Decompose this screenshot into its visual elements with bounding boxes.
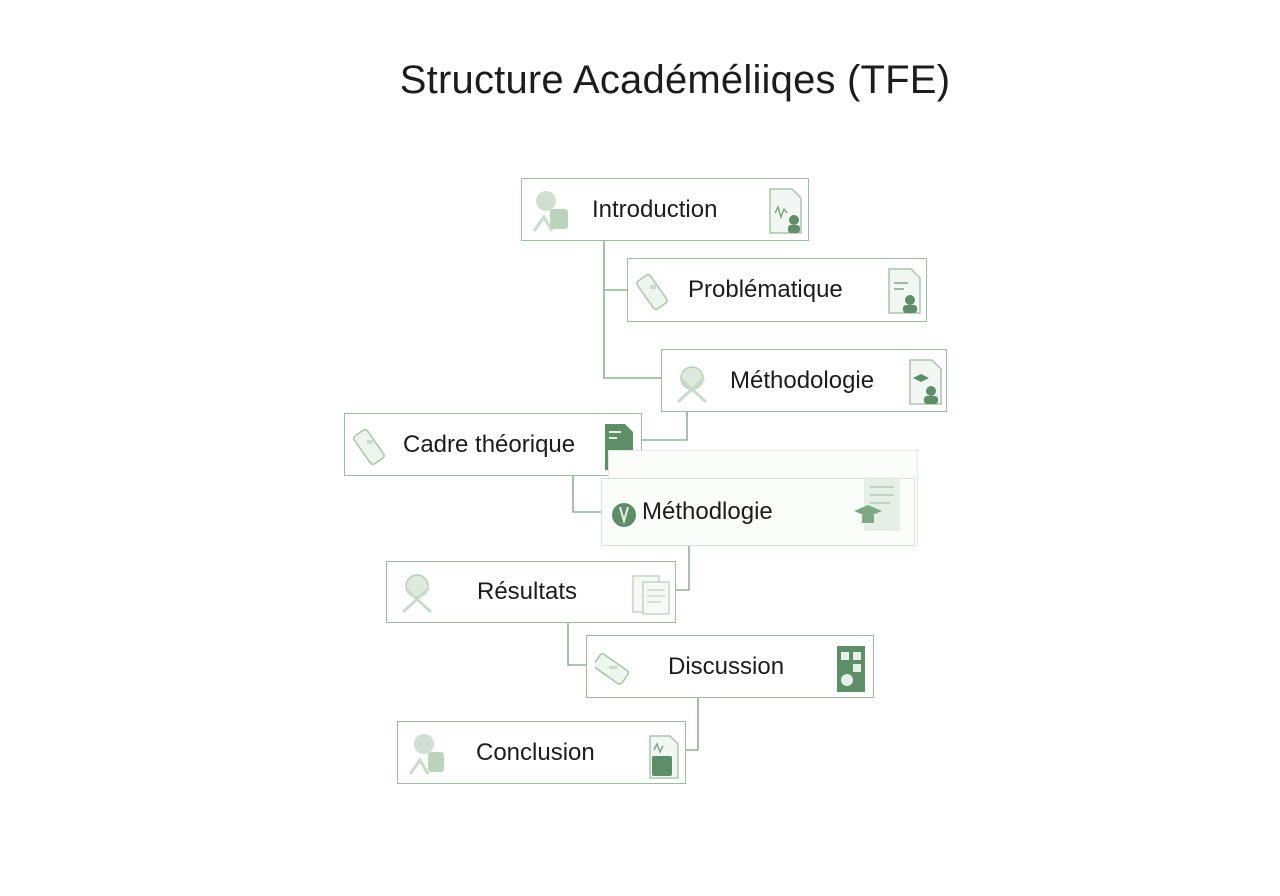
document-icon: [649, 735, 679, 779]
node-methodlogie[interactable]: Méthodlogie: [601, 477, 915, 546]
document-icon: [769, 188, 802, 234]
node-label: Méthodologie: [730, 366, 875, 394]
document-user-icon: [888, 268, 921, 314]
connector-resultats-discussion: [567, 623, 587, 666]
connector-cadre-methodlogie: [572, 476, 602, 513]
node-resultats[interactable]: Résultats: [386, 561, 676, 623]
people-icon: [408, 734, 444, 775]
node-label: Cadre théorique: [403, 430, 576, 458]
connector-methodlogie-resultats: [676, 546, 690, 591]
connector-discussion-conclusion: [686, 698, 699, 751]
node-methodologie[interactable]: Méthodologie: [661, 349, 947, 412]
scroll-icon: [612, 503, 636, 527]
connector-intro-branch: [603, 241, 662, 379]
node-conclusion[interactable]: Conclusion: [397, 721, 686, 784]
tools-icon: [401, 574, 433, 614]
node-label: Problématique: [688, 276, 843, 303]
node-introduction[interactable]: Introduction: [521, 178, 809, 241]
people-icon: [532, 191, 568, 232]
id-card-icon: [595, 653, 630, 685]
node-label: Conclusion: [476, 738, 595, 766]
id-card-icon: [353, 428, 385, 466]
notes-icon: [632, 575, 670, 615]
document-user-icon: [909, 359, 942, 405]
node-label: Discussion: [668, 652, 785, 680]
tools-icon: [676, 366, 708, 404]
node-label: Méthodlogie: [642, 498, 773, 525]
node-label: Résultats: [477, 578, 578, 605]
node-problematique[interactable]: Problématique: [627, 258, 927, 322]
node-cadre-theorique[interactable]: Cadre théorique: [344, 413, 642, 476]
graduation-document-icon: [854, 477, 900, 531]
document-icon: [837, 646, 865, 692]
id-card-icon: [636, 273, 668, 311]
node-discussion[interactable]: Discussion: [586, 635, 874, 698]
node-label: Introduction: [592, 195, 718, 223]
diagram-title: Structure Académéliiqes (TFE): [399, 58, 951, 102]
connector-methodologie-cadre: [642, 412, 688, 441]
